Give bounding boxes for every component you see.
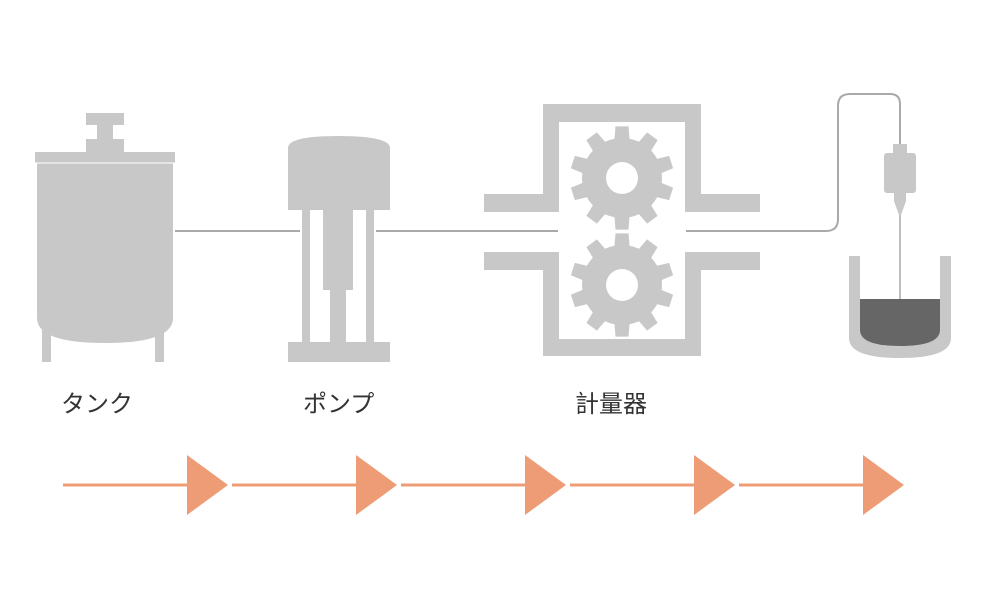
meter-label: 計量器	[575, 390, 647, 418]
tank-body	[37, 163, 173, 343]
pump-piston	[330, 290, 346, 342]
meter-gears	[570, 126, 674, 337]
flow-arrow-icon	[63, 455, 228, 515]
pump-rod-right	[366, 210, 374, 342]
tank-label: タンク	[61, 390, 133, 418]
tank	[35, 113, 175, 362]
tank-leg-right	[155, 330, 164, 362]
tank-leg-left	[42, 330, 51, 362]
pipe-lines	[175, 93, 901, 232]
flow-arrows	[63, 455, 904, 515]
meter	[484, 104, 760, 356]
nozzle-top	[893, 144, 907, 153]
flow-arrow-icon	[739, 455, 904, 515]
tank-cap	[86, 113, 124, 125]
pump-head	[288, 136, 390, 210]
gear-lower-icon	[570, 233, 674, 337]
meter-housing-lower	[484, 252, 760, 356]
pump-cylinder	[323, 210, 353, 290]
pump-rod-left	[302, 210, 310, 342]
container-liquid	[860, 299, 940, 346]
pump	[288, 136, 390, 362]
gear-upper-icon	[570, 126, 674, 230]
dispensing-unit	[849, 144, 951, 358]
pump-label: ポンプ	[303, 390, 375, 418]
meter-housing-upper	[484, 104, 760, 212]
nozzle-neck	[894, 193, 906, 201]
nozzle-body	[884, 153, 916, 193]
flow-arrow-icon	[570, 455, 735, 515]
tank-lid	[35, 152, 175, 163]
pipe-meter-to-nozzle	[686, 93, 901, 232]
pump-base	[288, 342, 390, 362]
nozzle-tip	[894, 201, 906, 215]
flow-arrow-icon	[232, 455, 397, 515]
tank-cap-neck	[97, 125, 113, 139]
tank-hatch	[86, 139, 124, 152]
flow-arrow-icon	[401, 455, 566, 515]
container-wall	[849, 256, 951, 358]
